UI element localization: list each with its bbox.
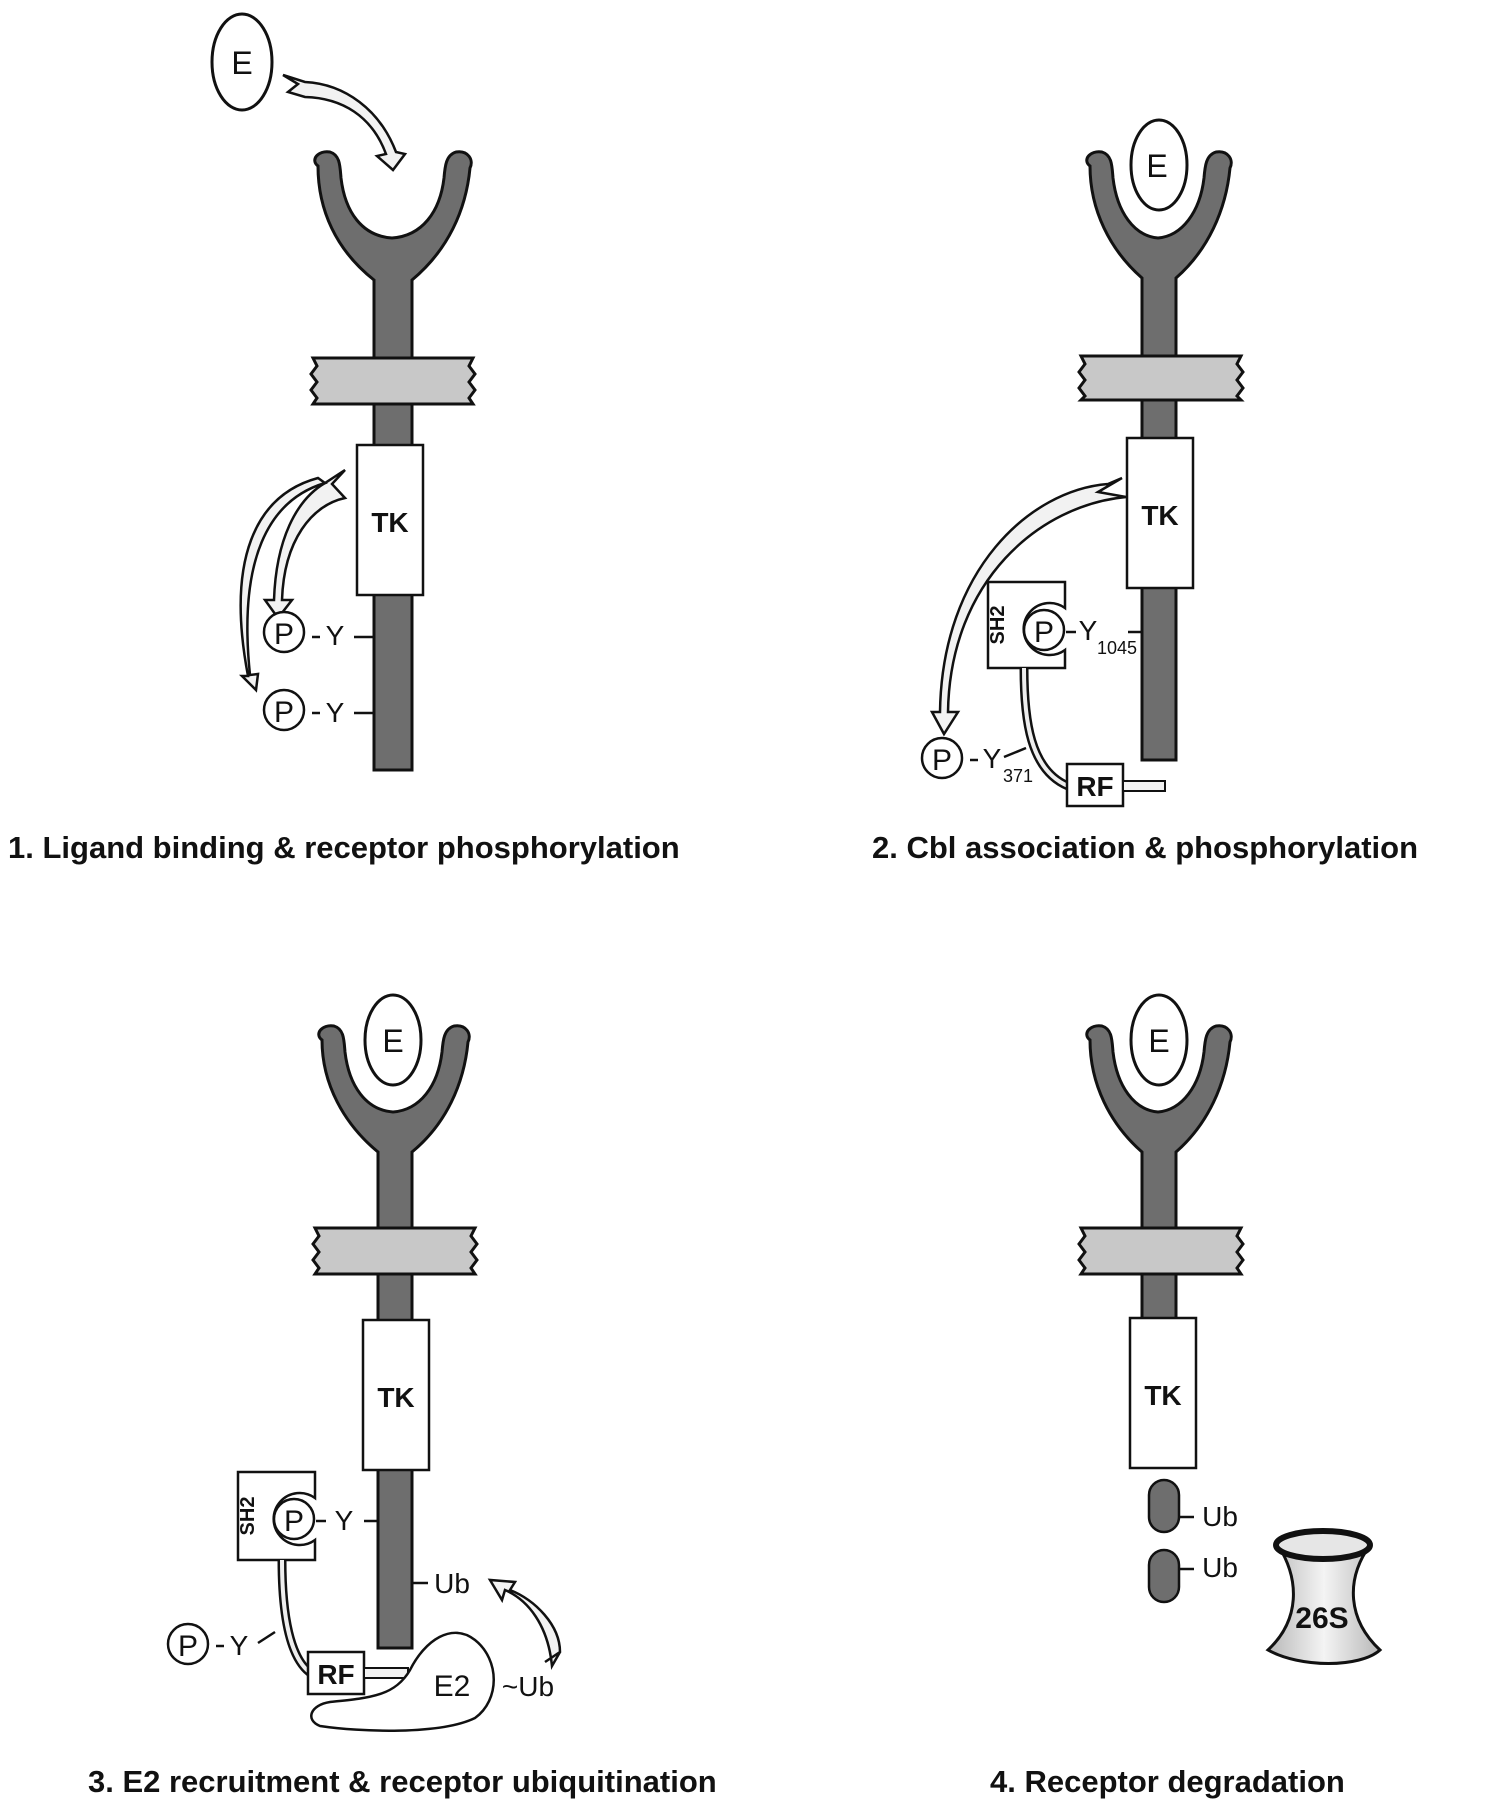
ubiquitinated-fragment-1: Ub (1147, 1478, 1238, 1534)
svg-text:SH2: SH2 (237, 1497, 259, 1536)
svg-text:1045: 1045 (1097, 638, 1137, 658)
plasma-membrane (1077, 1226, 1245, 1276)
phosphotyrosine-site: P Y (166, 1622, 276, 1666)
svg-text:Y: Y (335, 1505, 354, 1536)
ring-finger-domain: RF (1065, 762, 1166, 808)
tyrosine-kinase-domain: TK (1128, 1316, 1198, 1470)
svg-text:SH2: SH2 (987, 606, 1009, 645)
ligand-egf-bound: E (363, 993, 423, 1087)
panel-3: E TK SH2 P Y P Y RF (88, 993, 717, 1799)
svg-text:Ub: Ub (434, 1568, 470, 1599)
svg-text:P: P (274, 618, 294, 651)
tyrosine-kinase-domain: TK (355, 443, 425, 597)
svg-text:TK: TK (1144, 1380, 1181, 1411)
panel-4-caption: 4. Receptor degradation (990, 1764, 1345, 1799)
autophosphorylation-arrow-icon (262, 468, 348, 621)
panel-1-caption: 1. Ligand binding & receptor phosphoryla… (8, 830, 680, 865)
svg-text:Y: Y (983, 743, 1002, 774)
svg-text:P: P (274, 696, 294, 729)
plasma-membrane (311, 1226, 479, 1276)
svg-text:E: E (1146, 148, 1167, 184)
ligand-egf-bound: E (1129, 118, 1189, 212)
panel-3-caption: 3. E2 recruitment & receptor ubiquitinat… (88, 1764, 717, 1799)
plasma-membrane (1077, 354, 1245, 402)
svg-text:~Ub: ~Ub (502, 1671, 554, 1702)
cbl-phosphorylation-arrow-icon (929, 476, 1127, 737)
svg-text:E: E (382, 1023, 403, 1059)
plasma-membrane (309, 356, 477, 406)
svg-text:Ub: Ub (1202, 1552, 1238, 1583)
svg-text:Y: Y (1079, 615, 1098, 646)
svg-text:E2: E2 (434, 1670, 471, 1703)
tyrosine-kinase-domain: TK (361, 1318, 431, 1472)
panel-1: E TK P Y P Y (8, 12, 680, 865)
svg-text:TK: TK (1141, 500, 1178, 531)
svg-text:Y: Y (326, 697, 345, 728)
receptor-ubiquitin: Ub (412, 1568, 470, 1599)
cbl-sh2-domain: SH2 P Y 1045 (986, 580, 1142, 670)
ring-finger-domain: RF (306, 1650, 409, 1696)
ligand-egf: E (210, 12, 274, 112)
ubiquitin-transfer-arrow-icon (487, 1578, 562, 1671)
panel-4: E TK Ub Ub 26S 4. Receptor degradation (990, 993, 1383, 1799)
svg-text:E: E (231, 45, 252, 81)
svg-text:Y: Y (230, 1630, 249, 1661)
svg-text:RF: RF (1076, 771, 1113, 802)
svg-text:TK: TK (377, 1382, 414, 1413)
e2-enzyme: E2 ~Ub (310, 1631, 554, 1732)
svg-text:371: 371 (1003, 766, 1033, 786)
svg-text:P: P (284, 1505, 304, 1538)
svg-text:Ub: Ub (1202, 1501, 1238, 1532)
svg-text:P: P (932, 744, 952, 777)
autophosphorylation-arrow-2-icon (238, 476, 328, 693)
svg-text:Y: Y (326, 620, 345, 651)
svg-text:RF: RF (317, 1659, 354, 1690)
ubiquitinated-fragment-2: Ub (1147, 1548, 1238, 1604)
svg-text:26S: 26S (1295, 1602, 1348, 1635)
proteasome-26s-icon: 26S (1265, 1528, 1383, 1665)
ligand-egf-bound: E (1129, 993, 1189, 1087)
phosphotyrosine-site-1: P Y (262, 610, 374, 654)
phosphotyrosine-371: P Y 371 (920, 736, 1033, 786)
phosphotyrosine-site-2: P Y (262, 688, 374, 732)
binding-arrow-icon (282, 73, 408, 172)
panel-2: E TK SH2 P Y 1045 RF (872, 118, 1418, 865)
svg-text:P: P (178, 1630, 198, 1663)
svg-text:E: E (1148, 1023, 1169, 1059)
tyrosine-kinase-domain: TK (1125, 436, 1195, 590)
panel-2-caption: 2. Cbl association & phosphorylation (872, 830, 1418, 865)
svg-text:TK: TK (371, 507, 408, 538)
cbl-sh2-domain: SH2 P Y (236, 1470, 378, 1562)
svg-text:P: P (1034, 616, 1054, 649)
